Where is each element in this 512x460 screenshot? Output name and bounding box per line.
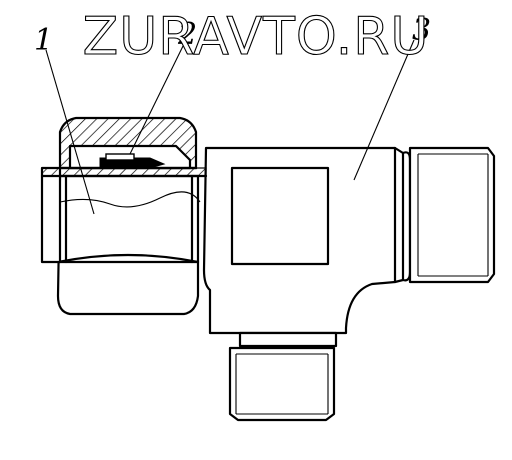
union-nut [56, 116, 200, 316]
tee-body [202, 146, 412, 335]
callout-3: 3 [412, 13, 431, 48]
leader-line-3 [353, 39, 415, 181]
leader-line-1 [45, 49, 95, 215]
leader-lines [45, 39, 415, 215]
watermark: ZURAVTO.RU [83, 7, 430, 67]
bottom-outlet [228, 331, 338, 422]
body-flat-square [230, 166, 330, 266]
right-thread-spigot [408, 146, 496, 284]
leader-line-2 [129, 43, 185, 155]
callout-2: 2 [177, 17, 197, 52]
callout-1: 1 [34, 23, 53, 58]
tube [40, 153, 208, 264]
